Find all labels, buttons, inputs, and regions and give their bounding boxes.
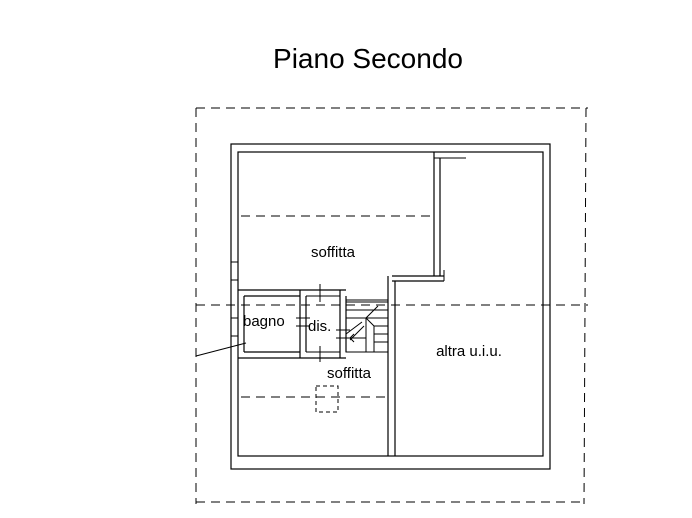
lower-soffitta	[195, 342, 388, 413]
room-label-bagno: bagno	[243, 313, 285, 330]
property-boundary	[195, 107, 588, 505]
room-label-soffitta-lower: soffitta	[327, 365, 372, 382]
staircase	[345, 299, 389, 353]
upper-soffitta-walls	[241, 151, 466, 282]
room-label-altra-uiu: altra u.i.u.	[436, 343, 502, 360]
outer-walls	[230, 143, 551, 470]
room-label-dis: dis.	[308, 318, 331, 335]
unit-partition	[387, 276, 412, 457]
room-label-soffitta-upper: soffitta	[311, 244, 356, 261]
plan-title: Piano Secondo	[273, 43, 463, 74]
